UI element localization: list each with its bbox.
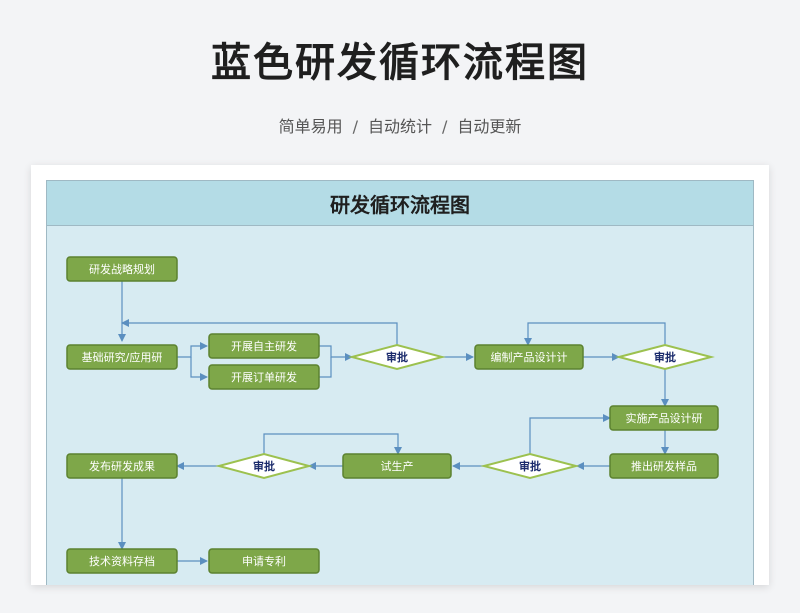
node-basic-research: 基础研究/应用研 <box>66 344 178 370</box>
node-patent-apply: 申请专利 <box>208 548 320 574</box>
subtitle-separator: / <box>352 117 358 136</box>
decision-approve-1: 审批 <box>348 343 446 371</box>
node-label: 基础研究/应用研 <box>82 350 163 364</box>
decision-label: 审批 <box>519 459 541 473</box>
node-label: 研发战略规划 <box>89 262 155 276</box>
node-label: 开展订单研发 <box>231 370 297 384</box>
arrow-approve2-loop <box>524 322 666 346</box>
node-label: 开展自主研发 <box>231 339 297 353</box>
arrow-basic-to-self <box>177 342 208 358</box>
arrow-approve4-loop <box>263 433 402 455</box>
sheet-title: 研发循环流程图 <box>47 181 753 226</box>
node-compile-design: 编制产品设计计 <box>474 344 584 370</box>
flowchart: 研发战略规划 基础研究/应用研 开展自主研发 开展订单研发 编制产品设计计 实施… <box>66 256 719 574</box>
decision-approve-2: 审批 <box>615 343 715 371</box>
page-title: 蓝色研发循环流程图 <box>211 40 589 86</box>
preview-card: 研发循环流程图 <box>31 165 769 585</box>
flowchart-sheet: 研发循环流程图 <box>46 180 754 585</box>
arrow-self-to-approve1 <box>319 345 353 361</box>
node-trial-production: 试生产 <box>342 453 452 479</box>
node-launch-sample: 推出研发样品 <box>609 453 719 479</box>
decision-label: 审批 <box>654 350 676 364</box>
node-implement-design: 实施产品设计研 <box>609 405 719 431</box>
node-label: 试生产 <box>381 459 414 473</box>
arrow-approve1-loop <box>121 319 398 346</box>
decision-approve-4: 审批 <box>215 452 313 480</box>
connectors <box>118 281 669 565</box>
arrow-order-to-approve1 <box>319 357 332 378</box>
decision-approve-3: 审批 <box>480 452 580 480</box>
decision-label: 审批 <box>253 459 275 473</box>
node-label: 编制产品设计计 <box>491 350 568 364</box>
subtitle-item-easy: 简单易用 <box>278 117 343 136</box>
node-label: 申请专利 <box>242 554 286 568</box>
node-strategy: 研发战略规划 <box>66 256 178 282</box>
subtitle-item-stats: 自动统计 <box>367 117 432 136</box>
node-label: 技术资料存档 <box>89 554 155 568</box>
node-self-dev: 开展自主研发 <box>208 333 320 359</box>
arrow-basic-to-order <box>190 357 208 381</box>
subtitle-item-update: 自动更新 <box>457 117 522 136</box>
node-publish-results: 发布研发成果 <box>66 453 178 479</box>
decision-label: 审批 <box>386 350 408 364</box>
node-label: 发布研发成果 <box>89 459 155 473</box>
node-label: 推出研发样品 <box>631 459 697 473</box>
node-label: 实施产品设计研 <box>626 411 703 425</box>
subtitle-separator: / <box>442 117 448 136</box>
page-subtitle: 简单易用 / 自动统计 / 自动更新 <box>0 113 800 137</box>
node-order-dev: 开展订单研发 <box>208 364 320 390</box>
node-tech-archive: 技术资料存档 <box>66 548 178 574</box>
arrow-approve3-loop <box>529 414 611 455</box>
